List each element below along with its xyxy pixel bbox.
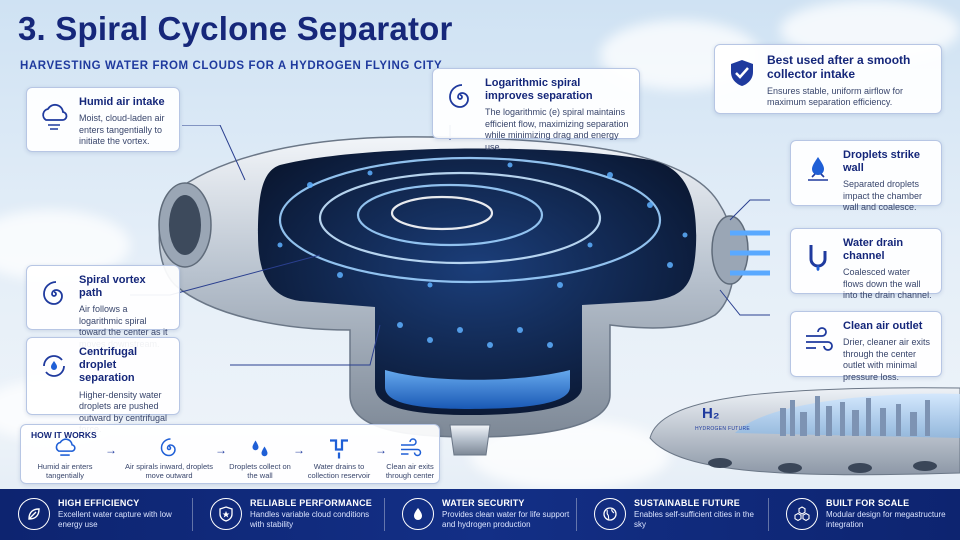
benefit-text: Excellent water capture with low energy … bbox=[58, 510, 172, 529]
leaf-icon bbox=[18, 498, 50, 530]
callout-clean-air-outlet: Clean air outlet Drier, cleaner air exit… bbox=[790, 311, 942, 382]
benefit-title: RELIABLE PERFORMANCE bbox=[250, 498, 373, 508]
callout-title: Centrifugal droplet separation bbox=[79, 346, 138, 385]
wind-icon bbox=[800, 322, 836, 358]
callout-title: Droplets strike wall bbox=[843, 149, 921, 175]
drain-pipe-icon bbox=[305, 436, 373, 460]
callout-text: The logarithmic (e) spiral maintains eff… bbox=[485, 107, 629, 152]
right-arrow-icon: → bbox=[375, 443, 387, 457]
hexagon-icon bbox=[786, 498, 818, 530]
benefit-water-security: WATER SECURITY Provides clean water for … bbox=[384, 489, 576, 540]
callout-title: Humid air intake bbox=[79, 96, 165, 108]
callout-water-drain-channel: Water drain channel Coalesced water flow… bbox=[790, 228, 942, 300]
callout-text: Ensures stable, uniform airflow for maxi… bbox=[767, 85, 904, 108]
globe-icon bbox=[594, 498, 626, 530]
shield-check-icon bbox=[724, 55, 760, 91]
benefit-built-for-scale: BUILT FOR SCALE Modular design for megas… bbox=[768, 489, 960, 540]
callout-text: Separated droplets impact the chamber wa… bbox=[843, 179, 923, 213]
airship-engines bbox=[708, 458, 937, 473]
callout-title: Water drain channel bbox=[843, 237, 904, 263]
city-skyline bbox=[780, 396, 930, 436]
spiral-icon bbox=[442, 79, 478, 115]
spiral-icon bbox=[121, 436, 217, 460]
drain-pipe-icon bbox=[800, 239, 836, 275]
callout-title: Clean air outlet bbox=[843, 320, 923, 332]
benefit-text: Handles variable cloud conditions with s… bbox=[250, 510, 370, 529]
benefit-text: Enables self-sufficient cities in the sk… bbox=[634, 510, 754, 529]
how-step: Air spirals inward, droplets move outwar… bbox=[121, 436, 217, 480]
hydrogen-future-label: HYDROGEN FUTURE bbox=[695, 426, 751, 432]
benefit-reliable-performance: RELIABLE PERFORMANCE Handles variable cl… bbox=[192, 489, 384, 540]
water-droplets bbox=[277, 162, 688, 348]
how-step-text: Humid air enters tangentially bbox=[37, 462, 93, 480]
rotation-droplet-icon bbox=[36, 348, 72, 384]
how-step-text: Clean air exits through center bbox=[385, 462, 435, 480]
page-title: 3. Spiral Cyclone Separator bbox=[18, 10, 453, 47]
callout-title: Spiral vortex path bbox=[79, 274, 146, 300]
outlet-air-arrows bbox=[730, 230, 770, 276]
droplets-icon bbox=[227, 436, 293, 460]
callout-droplets-strike-wall: Droplets strike wall Separated droplets … bbox=[790, 140, 942, 212]
drain-spout bbox=[449, 424, 491, 456]
cloud-wind-icon bbox=[36, 98, 72, 134]
callout-title: Logarithmic spiral improves separation bbox=[485, 77, 593, 103]
callout-humid-air-intake: Humid air intake Moist, cloud-laden air … bbox=[26, 87, 180, 152]
benefit-high-efficiency: HIGH EFFICIENCY Excellent water capture … bbox=[0, 489, 192, 540]
how-step-text: Water drains to collection reservoir bbox=[307, 462, 371, 480]
spiral-icon bbox=[36, 276, 72, 312]
callout-spiral-vortex-path: Spiral vortex path Air follows a logarit… bbox=[26, 265, 180, 349]
benefit-text: Provides clean water for life support an… bbox=[442, 510, 570, 529]
callout-title: Best used after a smooth collector intak… bbox=[767, 53, 911, 82]
how-it-works-label: HOW IT WORKS bbox=[31, 430, 97, 440]
benefit-sustainable-future: SUSTAINABLE FUTURE Enables self-sufficie… bbox=[576, 489, 768, 540]
callout-best-used: Best used after a smooth collector intak… bbox=[714, 44, 942, 114]
how-step-text: Air spirals inward, droplets move outwar… bbox=[125, 462, 213, 480]
how-step: Humid air enters tangentially bbox=[25, 436, 105, 480]
h2-logo: H₂ bbox=[702, 405, 720, 422]
callout-logarithmic-spiral: Logarithmic spiral improves separation T… bbox=[432, 68, 640, 152]
page-subtitle: HARVESTING WATER FROM CLOUDS FOR A HYDRO… bbox=[20, 60, 443, 72]
how-step: Droplets collect on the wall bbox=[227, 436, 293, 480]
cloud-wind-icon bbox=[25, 436, 105, 460]
callout-text: Coalesced water flows down the wall into… bbox=[843, 267, 932, 301]
right-arrow-icon: → bbox=[293, 443, 305, 457]
how-it-works-panel: HOW IT WORKS Humid air enters tangential… bbox=[20, 424, 440, 484]
benefit-title: HIGH EFFICIENCY bbox=[58, 498, 140, 508]
hydrogen-airship-illustration bbox=[649, 387, 960, 476]
right-arrow-icon: → bbox=[215, 443, 227, 457]
callout-text: Drier, cleaner air exits through the cen… bbox=[843, 337, 931, 382]
benefit-text: Modular design for megastructure integra… bbox=[826, 510, 946, 529]
water-reservoir bbox=[385, 370, 570, 409]
right-arrow-icon: → bbox=[105, 443, 117, 457]
cyclone-separator-illustration bbox=[130, 125, 770, 456]
benefit-title: SUSTAINABLE FUTURE bbox=[634, 498, 740, 508]
callout-centrifugal-separation: Centrifugal droplet separation Higher-de… bbox=[26, 337, 180, 434]
water-drop-icon bbox=[402, 498, 434, 530]
how-step: Water drains to collection reservoir bbox=[305, 436, 373, 480]
benefit-title: BUILT FOR SCALE bbox=[826, 498, 910, 508]
how-step-text: Droplets collect on the wall bbox=[229, 462, 291, 480]
callout-text: Moist, cloud-laden air enters tangential… bbox=[79, 113, 165, 147]
wind-icon bbox=[379, 436, 441, 460]
spiral-vortex bbox=[278, 156, 662, 284]
droplet-splash-icon bbox=[800, 151, 836, 187]
benefit-title: WATER SECURITY bbox=[442, 498, 525, 508]
how-step: Clean air exits through center bbox=[379, 436, 441, 480]
footer-benefits-bar: HIGH EFFICIENCY Excellent water capture … bbox=[0, 489, 960, 540]
star-shield-icon bbox=[210, 498, 242, 530]
